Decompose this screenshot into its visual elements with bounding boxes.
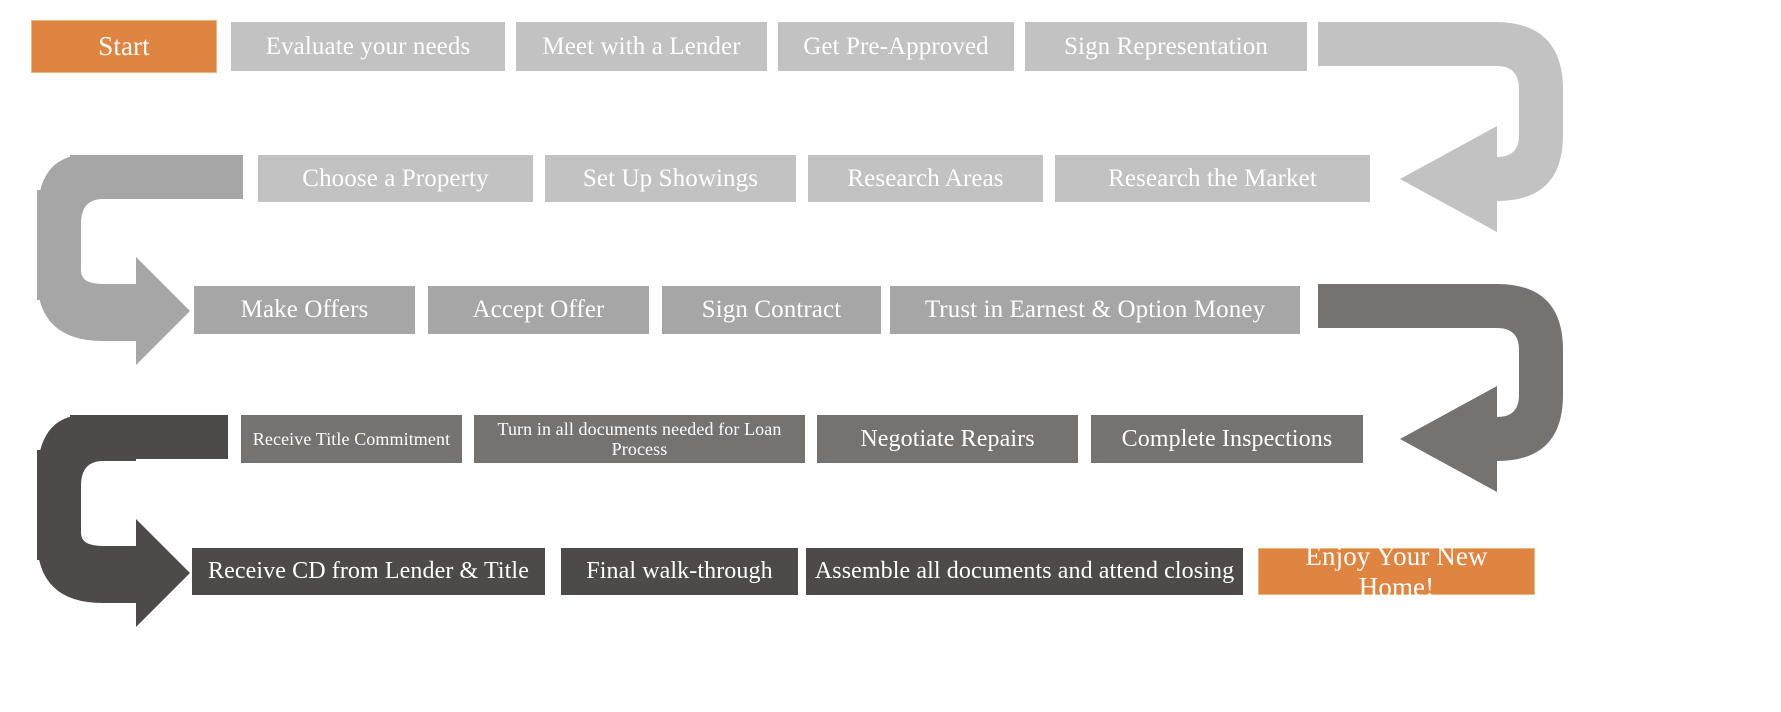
step-accept-offer[interactable]: Accept Offer bbox=[428, 286, 649, 334]
step-choose-a-property[interactable]: Choose a Property bbox=[258, 155, 533, 202]
connector-row4-tail bbox=[70, 415, 228, 459]
connector-row2-tail bbox=[70, 155, 243, 199]
step-negotiate-repairs[interactable]: Negotiate Repairs bbox=[817, 415, 1078, 463]
connector-row3-tail bbox=[1318, 284, 1498, 328]
step-sign-contract[interactable]: Sign Contract bbox=[662, 286, 881, 334]
connector-row4-stem bbox=[37, 450, 81, 560]
step-final-walk-through[interactable]: Final walk-through bbox=[561, 548, 798, 595]
step-sign-representation[interactable]: Sign Representation bbox=[1025, 22, 1307, 71]
step-turn-in-all-documents-for-loan-process[interactable]: Turn in all documents needed for Loan Pr… bbox=[474, 415, 805, 463]
connector-row1-to-row2-arrow bbox=[1400, 22, 1563, 232]
step-enjoy-your-new-home[interactable]: Enjoy Your New Home! bbox=[1258, 541, 1535, 602]
step-set-up-showings[interactable]: Set Up Showings bbox=[545, 155, 796, 202]
step-get-pre-approved[interactable]: Get Pre-Approved bbox=[778, 22, 1014, 71]
step-start[interactable]: Start bbox=[31, 20, 217, 73]
connector-row2-to-row3-arrow bbox=[37, 155, 190, 365]
step-research-the-market[interactable]: Research the Market bbox=[1055, 155, 1370, 202]
step-complete-inspections[interactable]: Complete Inspections bbox=[1091, 415, 1363, 463]
step-receive-cd-from-lender-and-title[interactable]: Receive CD from Lender & Title bbox=[192, 548, 545, 595]
step-evaluate-your-needs[interactable]: Evaluate your needs bbox=[231, 22, 505, 71]
step-meet-with-a-lender[interactable]: Meet with a Lender bbox=[516, 22, 767, 71]
step-research-areas[interactable]: Research Areas bbox=[808, 155, 1043, 202]
connector-row4-to-row5-arrow bbox=[37, 415, 190, 627]
step-assemble-documents-attend-closing[interactable]: Assemble all documents and attend closin… bbox=[806, 548, 1243, 595]
connector-row1-tail bbox=[1318, 22, 1498, 66]
step-trust-in-earnest-and-option-money[interactable]: Trust in Earnest & Option Money bbox=[890, 286, 1300, 334]
connector-row3-to-row4-arrow bbox=[1400, 284, 1563, 492]
connector-row2-stem bbox=[37, 190, 81, 300]
step-make-offers[interactable]: Make Offers bbox=[194, 286, 415, 334]
step-receive-title-commitment[interactable]: Receive Title Commitment bbox=[241, 415, 462, 463]
